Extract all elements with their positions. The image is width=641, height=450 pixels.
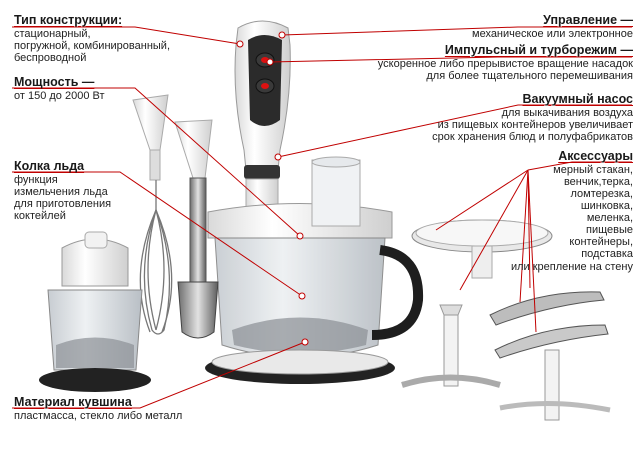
text-line: ломтерезка, xyxy=(570,187,633,200)
chopper-blade xyxy=(499,349,611,421)
text-line: ускоренное либо прерывистое вращение нас… xyxy=(377,57,633,70)
blender-shaft xyxy=(177,177,219,339)
callout-turbo-title: Импульсный и турборежим — xyxy=(444,43,633,57)
text-line: беспроводной xyxy=(14,51,87,64)
callout-power: Мощность — от 150 до 2000 Вт xyxy=(14,75,164,102)
callout-vacuum-title: Вакуумный насос xyxy=(522,92,633,106)
text-line: шинковка, xyxy=(580,200,633,213)
text-line: пищевые xyxy=(585,224,633,237)
text-line: от 150 до 2000 Вт xyxy=(14,89,105,102)
callout-control-title: Управление — xyxy=(543,13,633,27)
callout-jug-text: пластмасса, стекло либо металл xyxy=(14,410,214,422)
text-line: венчик,терка, xyxy=(563,175,633,188)
callout-construction-text: стационарный, погружной, комбинированный… xyxy=(14,28,204,64)
whisk xyxy=(139,180,173,335)
text-line: для приготовления xyxy=(14,197,112,210)
text-line: механическое или электронное xyxy=(472,27,633,40)
text-line: контейнеры, xyxy=(569,236,633,249)
text-line: для более тщательного перемешивания xyxy=(426,69,633,82)
measuring-cups xyxy=(132,94,213,181)
callout-turbo-text: ускоренное либо прерывистое вращение нас… xyxy=(343,58,633,82)
text-line: стационарный, xyxy=(14,27,91,40)
callout-dots xyxy=(236,31,309,346)
callout-leaders xyxy=(12,26,632,409)
spindle-stand xyxy=(401,304,501,388)
callout-control: Управление — механическое или электронно… xyxy=(433,13,633,40)
text-line: коктейлей xyxy=(14,210,66,223)
text-line: меленка, xyxy=(586,212,633,225)
text-line: из пищевых контейнеров увеличивает xyxy=(437,118,633,131)
callout-construction: Тип конструкции: стационарный, погружной… xyxy=(14,13,204,64)
accessory-disc xyxy=(411,219,553,279)
text-line: мерный стакан, xyxy=(553,163,633,176)
callout-vacuum: Вакуумный насос для выкачивания воздуха … xyxy=(393,92,633,143)
text-line: подставка xyxy=(581,248,633,261)
food-processor-bowl xyxy=(205,156,424,384)
callout-ice-text: функция измельчения льда для приготовлен… xyxy=(14,174,144,222)
text-line: измельчения льда xyxy=(14,185,108,198)
text-line: или крепление на стену xyxy=(510,260,633,273)
callout-ice-title: Колка льда xyxy=(14,159,85,173)
text-line: погружной, комбинированный, xyxy=(14,39,170,52)
callout-construction-title: Тип конструкции: xyxy=(14,13,123,27)
callout-vacuum-text: для выкачивания воздуха из пищевых конте… xyxy=(393,107,633,143)
callout-power-title: Мощность — xyxy=(14,75,95,89)
slicer-blades xyxy=(489,291,609,359)
hand-blender xyxy=(234,20,291,220)
callout-accessories-title: Аксессуары xyxy=(558,149,633,163)
callout-turbo: Импульсный и турборежим — ускоренное либ… xyxy=(343,43,633,82)
text-line: срок хранения блюд и полуфабрикатов xyxy=(432,130,633,143)
text-line: пластмасса, стекло либо металл xyxy=(14,409,183,422)
callout-jug-title: Материал кувшина xyxy=(14,395,132,409)
text-line: для выкачивания воздуха xyxy=(501,106,633,119)
callout-ice-crush: Колка льда функция измельчения льда для … xyxy=(14,159,144,222)
callout-accessories: Аксессуары мерный стакан, венчик,терка, … xyxy=(483,149,633,273)
callout-control-text: механическое или электронное xyxy=(433,28,633,40)
callout-jug-material: Материал кувшина пластмасса, стекло либо… xyxy=(14,395,214,422)
ice-crusher-container xyxy=(39,231,151,392)
text-line: функция xyxy=(14,173,58,186)
callout-accessories-text: мерный стакан, венчик,терка, ломтерезка,… xyxy=(483,164,633,273)
callout-power-text: от 150 до 2000 Вт xyxy=(14,90,164,102)
